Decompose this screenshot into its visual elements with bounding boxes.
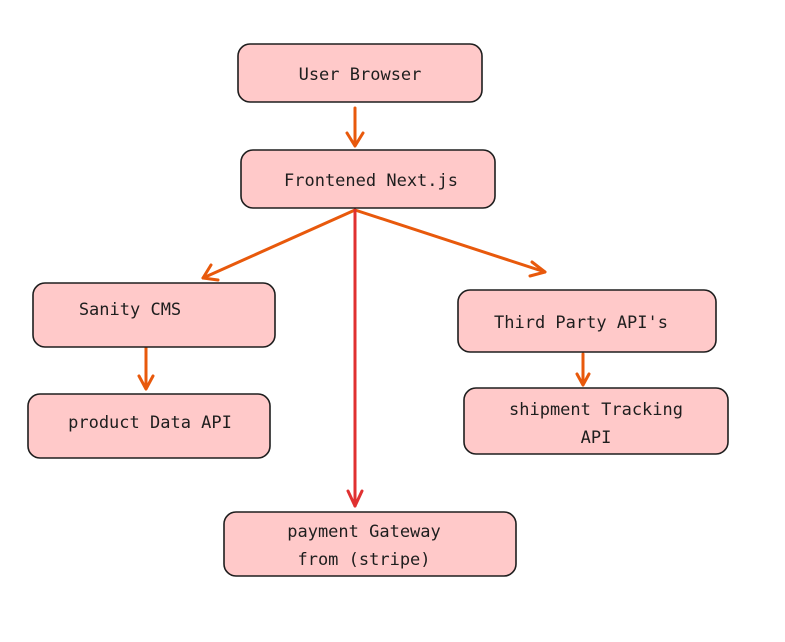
node-frontend: Frontened Next.js xyxy=(240,149,496,209)
node-payment: payment Gateway from (stripe) xyxy=(223,511,517,577)
node-user-browser-label: User Browser xyxy=(299,65,422,85)
node-sanity-cms-label: Sanity CMS xyxy=(79,300,181,320)
node-payment-label-2: from (stripe) xyxy=(297,550,430,570)
node-shipment-api: shipment Tracking API xyxy=(463,387,729,455)
edge-thirdparty-to-shipment xyxy=(575,352,591,387)
node-product-api: product Data API xyxy=(27,393,271,459)
node-payment-label-1: payment Gateway xyxy=(287,522,441,542)
node-frontend-label: Frontened Next.js xyxy=(284,171,458,191)
node-shipment-api-label-1: shipment Tracking xyxy=(509,400,683,420)
edge-frontend-to-thirdparty xyxy=(353,208,547,278)
node-sanity-cms: Sanity CMS xyxy=(32,282,276,348)
node-user-browser: User Browser xyxy=(237,43,483,103)
node-third-party-label: Third Party API's xyxy=(494,313,668,333)
edge-frontend-to-sanity xyxy=(201,208,357,282)
node-product-api-label: product Data API xyxy=(68,413,232,433)
edge-user-to-frontend xyxy=(345,106,365,148)
node-third-party: Third Party API's xyxy=(457,289,717,353)
edge-frontend-to-payment xyxy=(346,208,364,508)
edge-sanity-to-product xyxy=(137,345,155,391)
node-shipment-api-label-2: API xyxy=(581,428,612,448)
